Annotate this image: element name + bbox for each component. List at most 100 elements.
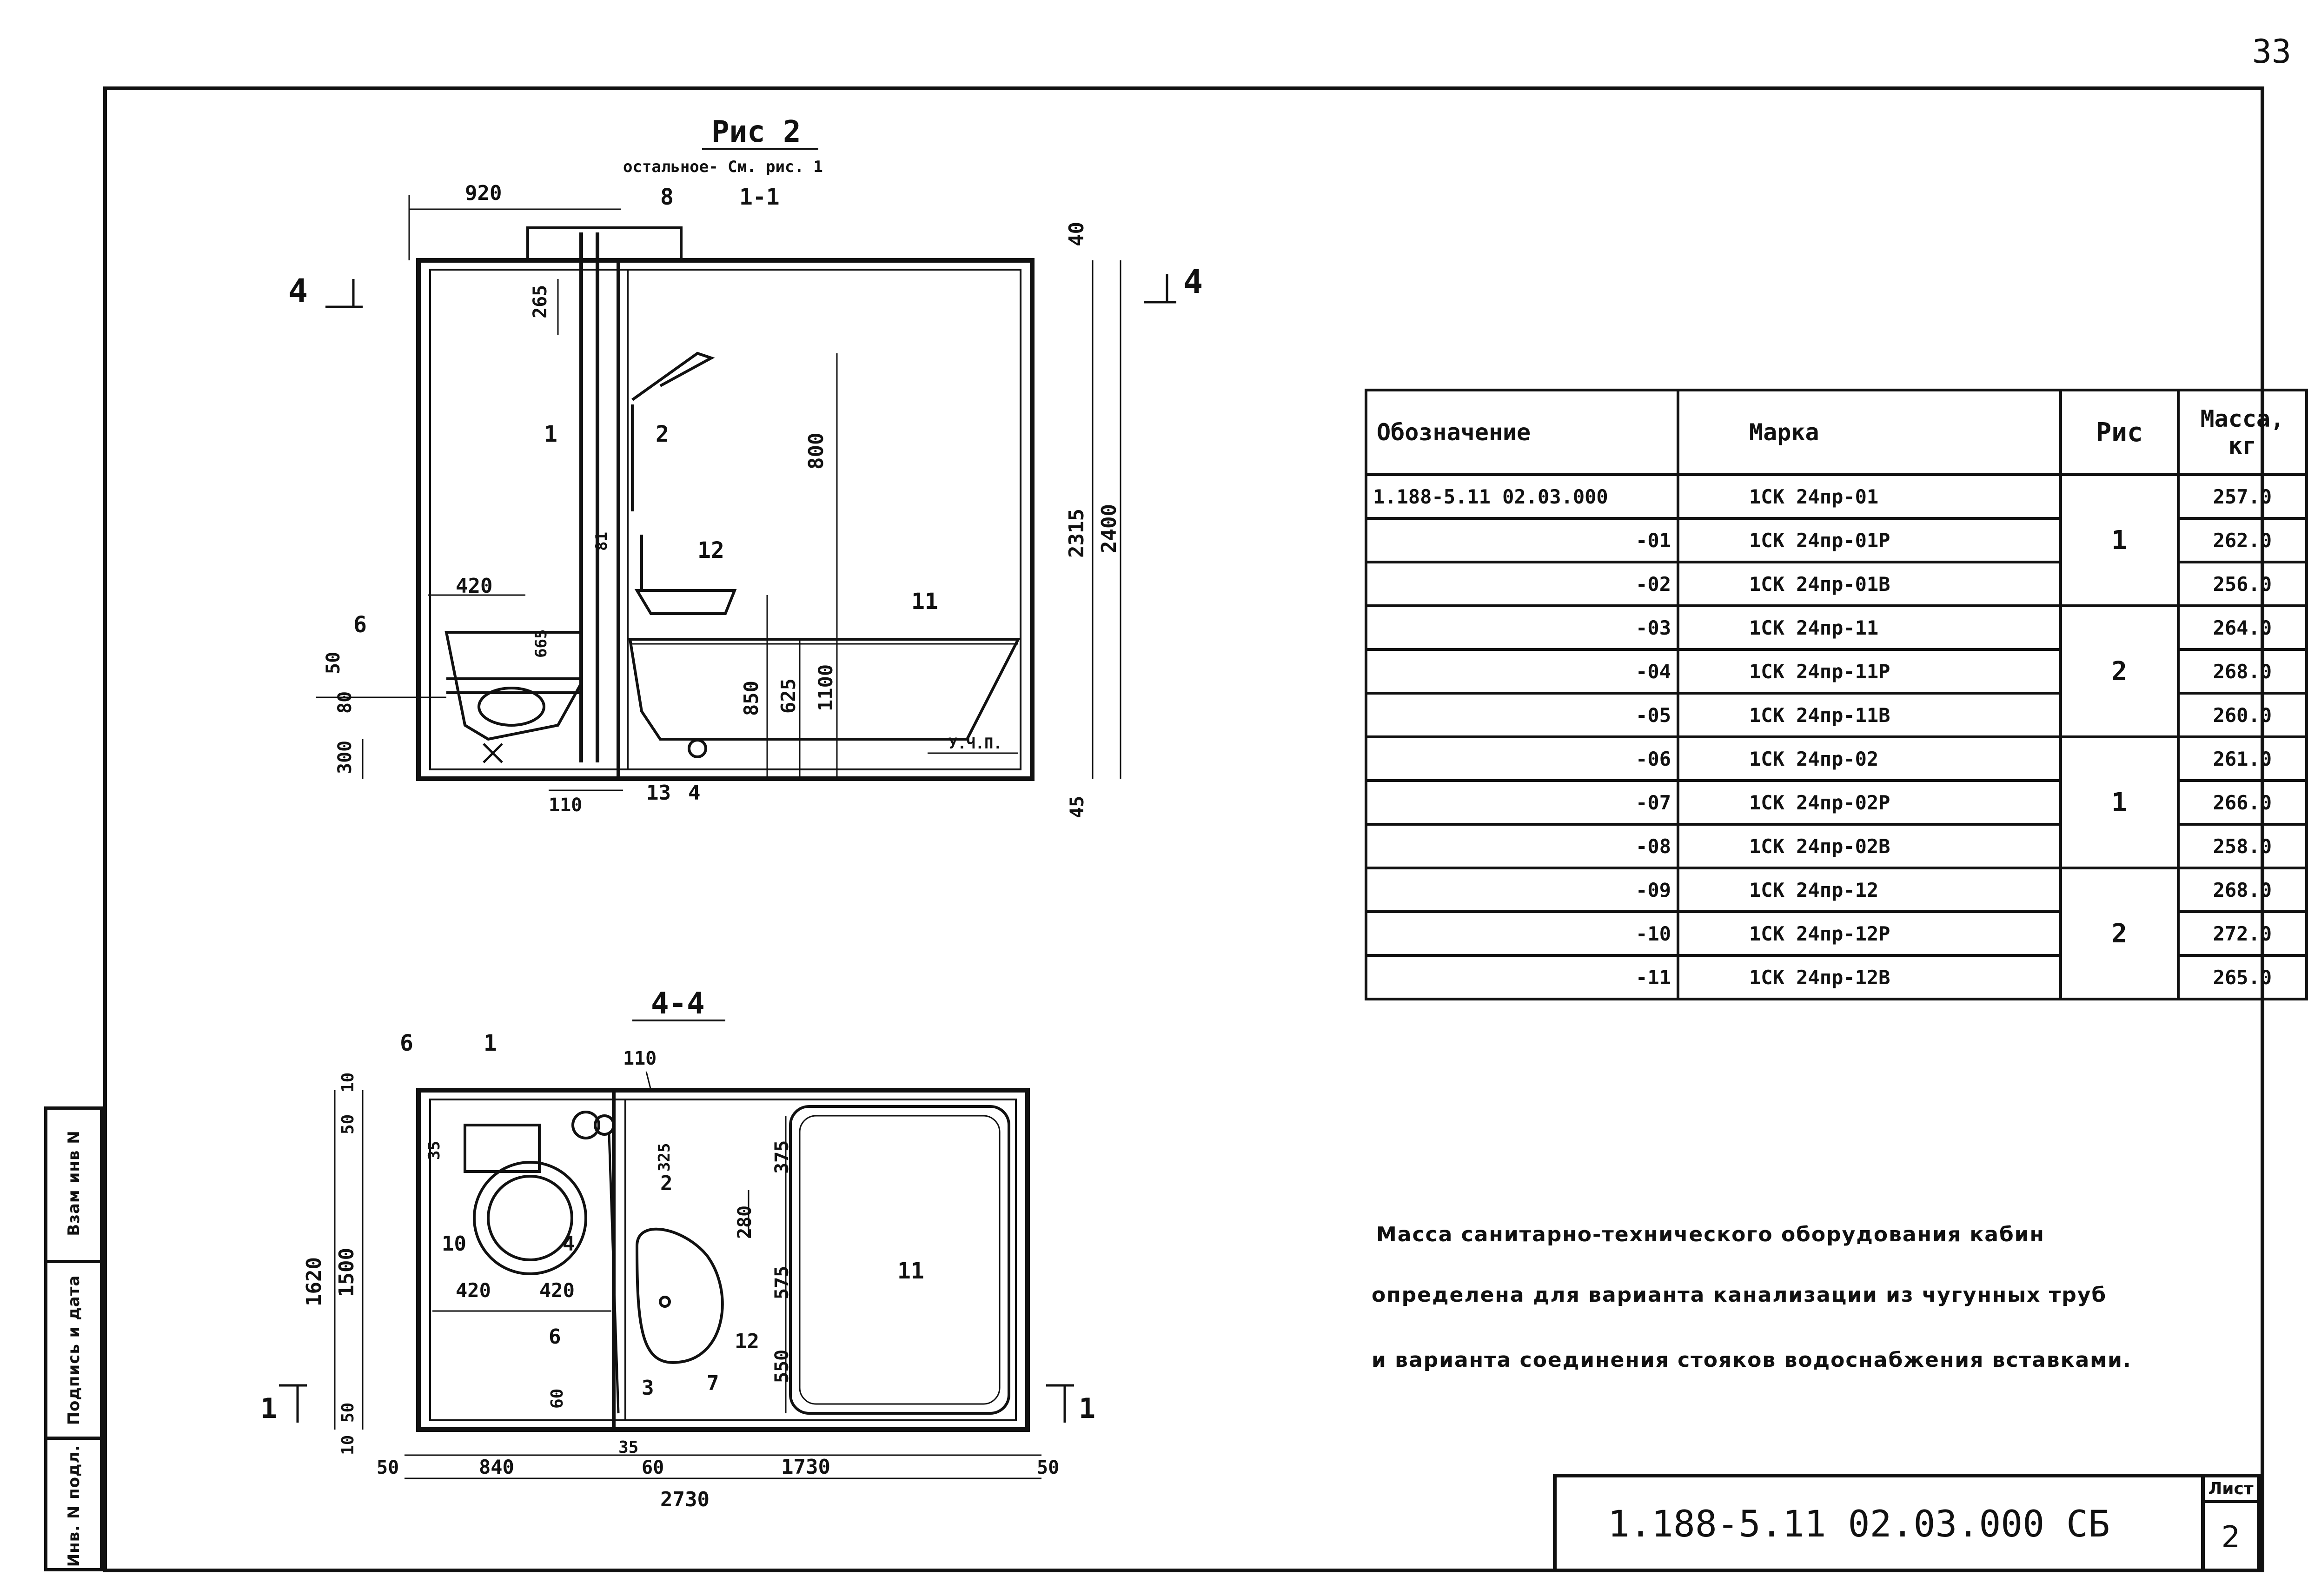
dim-300: 300 bbox=[334, 741, 356, 774]
cell-mass: 265.0 bbox=[2176, 954, 2308, 1000]
header-fig: Рис bbox=[2059, 389, 2180, 476]
section-marker-1a: 1 bbox=[260, 1392, 277, 1425]
callout-1: 1 bbox=[544, 421, 557, 447]
dim-110: 110 bbox=[549, 795, 582, 816]
dim-2315: 2315 bbox=[1065, 509, 1088, 558]
table-row: -11 1СК 24пр-12В 265.0 bbox=[1365, 954, 2308, 1000]
cell-marka: 1СК 24пр-02Р bbox=[1677, 779, 2062, 826]
cell-designation: -02 bbox=[1365, 561, 1679, 607]
cell-mass: 272.0 bbox=[2176, 910, 2308, 957]
table-row: -07 1СК 24пр-02Р 266.0 bbox=[1365, 779, 2308, 826]
plan-dim-375: 375 bbox=[771, 1140, 793, 1174]
cell-mass: 258.0 bbox=[2176, 823, 2308, 869]
bath-11 bbox=[628, 638, 1021, 741]
plan-dim-1500: 1500 bbox=[335, 1248, 358, 1297]
sheet-box: Лист 2 bbox=[2201, 1477, 2257, 1569]
cell-fig: 1 bbox=[2059, 473, 2180, 607]
plan-dim-60: 60 bbox=[548, 1389, 567, 1409]
header-marka: Марка bbox=[1677, 389, 2062, 476]
plan-dim-1730: 1730 bbox=[781, 1455, 830, 1479]
riser-plan-1 bbox=[571, 1111, 600, 1139]
dim-2400: 2400 bbox=[1097, 504, 1121, 553]
dim-625: 625 bbox=[777, 678, 800, 714]
note-line-2: определена для варианта канализации из ч… bbox=[1372, 1283, 2107, 1307]
plan-callout-10: 10 bbox=[442, 1232, 466, 1256]
cell-marka: 1СК 24пр-01 bbox=[1677, 473, 2062, 520]
plan-dim-10b: 10 bbox=[338, 1435, 358, 1455]
cell-mass: 260.0 bbox=[2176, 692, 2308, 738]
cell-mass: 266.0 bbox=[2176, 779, 2308, 826]
dim-45: 45 bbox=[1067, 796, 1088, 818]
riser-plan-2 bbox=[594, 1114, 615, 1136]
plan-callout-4: 4 bbox=[563, 1232, 575, 1256]
plan-dim-280: 280 bbox=[734, 1205, 756, 1239]
cell-marka: 1СК 24пр-12В bbox=[1677, 954, 2062, 1000]
plan-dim-1620: 1620 bbox=[302, 1257, 326, 1306]
table-header-row: Обозначение Марка Рис Масса, кг bbox=[1365, 389, 2308, 476]
plan-dim-110: 110 bbox=[623, 1048, 657, 1069]
plan-callout-6: 6 bbox=[400, 1030, 413, 1056]
header-designation: Обозначение bbox=[1365, 389, 1679, 476]
cell-mass: 262.0 bbox=[2176, 517, 2308, 563]
sheet-label: Лист bbox=[2205, 1479, 2257, 1503]
cell-marka: 1СК 24пр-11Р bbox=[1677, 648, 2062, 695]
dim-850: 850 bbox=[740, 681, 763, 716]
cell-designation: -04 bbox=[1365, 648, 1679, 695]
plan-dim-50b: 50 bbox=[338, 1403, 358, 1423]
dim-1100: 1100 bbox=[814, 664, 837, 711]
plan-dim-325: 325 bbox=[655, 1143, 674, 1172]
table-row: -08 1СК 24пр-02В 258.0 bbox=[1365, 823, 2308, 869]
cell-mass: 268.0 bbox=[2176, 648, 2308, 695]
cell-marka: 1СК 24пр-11В bbox=[1677, 692, 2062, 738]
figure-title: Рис 2 bbox=[711, 115, 801, 149]
plan-callout-6b: 6 bbox=[549, 1325, 561, 1349]
cell-mass: 257.0 bbox=[2176, 473, 2308, 520]
table-row: -02 1СК 24пр-01В 256.0 bbox=[1365, 561, 2308, 607]
callout-13: 13 bbox=[646, 781, 671, 805]
dim-40: 40 bbox=[1065, 222, 1088, 246]
plan-callout-3: 3 bbox=[642, 1376, 654, 1400]
note-line-3: и варианта соединения стояков водоснабже… bbox=[1372, 1348, 2132, 1372]
plan-dim-420a: 420 bbox=[456, 1279, 491, 1302]
callout-11: 11 bbox=[911, 589, 938, 615]
table-row: -06 1СК 24пр-02 1 261.0 bbox=[1365, 735, 2308, 869]
cell-mass: 264.0 bbox=[2176, 604, 2308, 651]
toilet-tank-44 bbox=[464, 1124, 541, 1173]
dim-665: 665 bbox=[532, 629, 550, 658]
cell-mass: 268.0 bbox=[2176, 867, 2308, 913]
dim-420: 420 bbox=[456, 574, 492, 598]
section-marker-4a: 4 bbox=[288, 272, 308, 310]
table-row: -04 1СК 24пр-11Р 268.0 bbox=[1365, 648, 2308, 695]
table-row: -05 1СК 24пр-11В 260.0 bbox=[1365, 692, 2308, 738]
figure-subtitle: остальное- См. рис. 1 bbox=[623, 158, 823, 176]
dim-50: 50 bbox=[323, 652, 344, 674]
level-uchp: У.Ч.П. bbox=[948, 735, 1002, 752]
plan-dim-10a: 10 bbox=[338, 1073, 358, 1093]
plan-dim-50l: 50 bbox=[377, 1457, 399, 1478]
cell-designation: -11 bbox=[1365, 954, 1679, 1000]
table-row: -10 1СК 24пр-12Р 272.0 bbox=[1365, 910, 2308, 957]
washbasin-44 bbox=[635, 1227, 724, 1364]
plan-dim-575: 575 bbox=[771, 1266, 793, 1299]
section-marker-4b: 4 bbox=[1183, 263, 1203, 301]
cell-designation: -05 bbox=[1365, 692, 1679, 738]
plan-callout-1: 1 bbox=[484, 1030, 497, 1056]
cell-marka: 1СК 24пр-12Р bbox=[1677, 910, 2062, 957]
plan-callout-12: 12 bbox=[735, 1330, 759, 1353]
cell-marka: 1СК 24пр-12 bbox=[1677, 867, 2062, 913]
cell-designation: -03 bbox=[1365, 604, 1679, 651]
cabin-inner-11 bbox=[429, 269, 1021, 770]
plan-dim-35: 35 bbox=[425, 1141, 444, 1160]
cell-designation: -10 bbox=[1365, 910, 1679, 957]
callout-6: 6 bbox=[353, 612, 367, 638]
cabin-outline-11 bbox=[416, 258, 1035, 781]
section-label-44: 4-4 bbox=[651, 987, 705, 1021]
dim-265: 265 bbox=[530, 285, 551, 318]
sheet-number: 2 bbox=[2221, 1520, 2241, 1555]
shower-head bbox=[631, 351, 715, 401]
cell-marka: 1СК 24пр-01В bbox=[1677, 561, 2062, 607]
cell-fig: 1 bbox=[2059, 735, 2180, 869]
cell-marka: 1СК 24пр-01Р bbox=[1677, 517, 2062, 563]
toilet-bowl-44 bbox=[473, 1161, 587, 1275]
